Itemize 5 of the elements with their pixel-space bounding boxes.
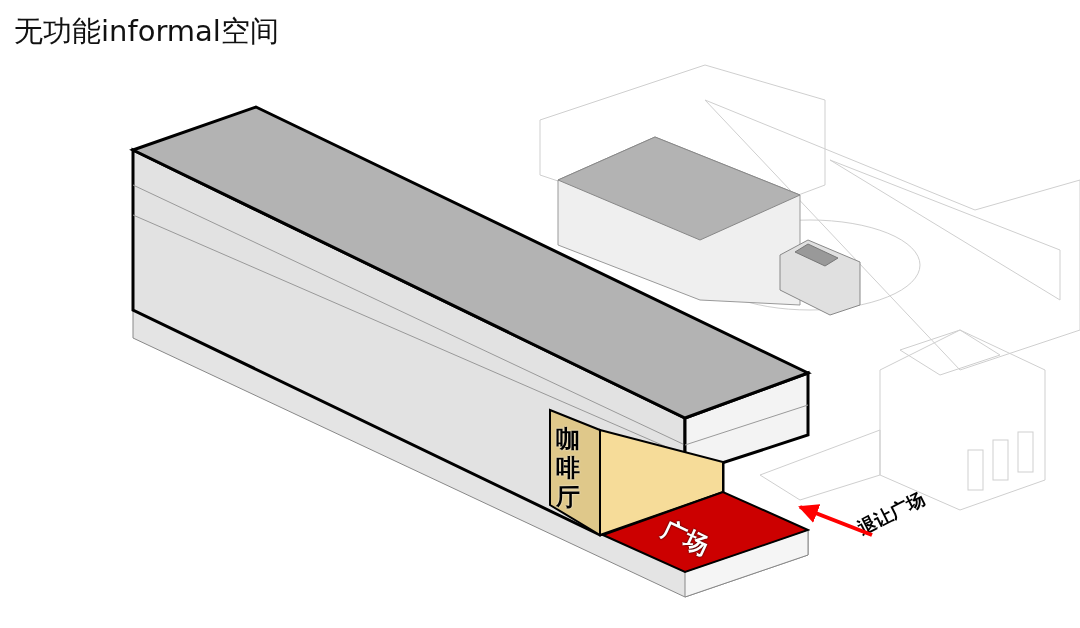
plaza-area <box>600 489 810 575</box>
title: 无功能informal空间 <box>14 13 279 50</box>
arrow <box>798 504 873 537</box>
plaza-label: 广场 <box>656 513 714 563</box>
cafe-label: 咖啡厅 <box>556 425 580 512</box>
